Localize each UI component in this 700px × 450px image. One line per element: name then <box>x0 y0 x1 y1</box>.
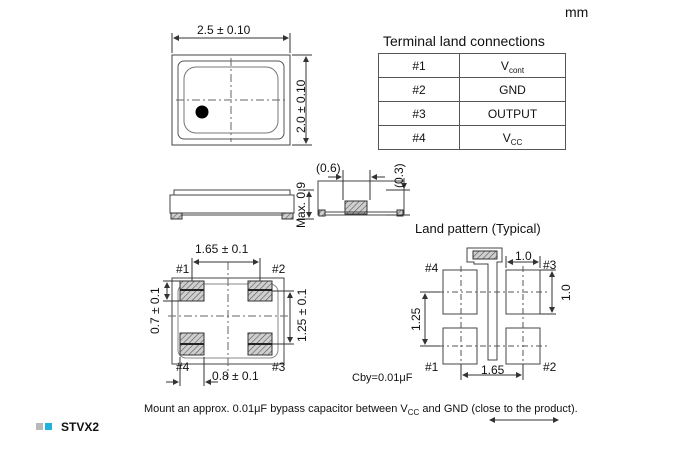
dim-0-8: 0.8 ± 0.1 <box>212 369 259 383</box>
lp-pin-4: #4 <box>425 261 439 275</box>
pin-cell: #3 <box>378 101 460 126</box>
land-pattern-title: Land pattern (Typical) <box>415 221 541 236</box>
function-cell: Vcont <box>459 53 566 78</box>
top-view-package <box>171 54 291 146</box>
pin1-marker-dot <box>195 105 209 119</box>
bottom-pin-1: #1 <box>176 262 190 276</box>
gray-square-icon <box>36 423 43 430</box>
table-title: Terminal land connections <box>383 33 545 49</box>
lp-dim-1-65: 1.65 <box>481 363 505 377</box>
top-view-dimensions <box>171 33 312 146</box>
bottom-pin-2: #2 <box>272 262 286 276</box>
bottom-pin-4: #4 <box>176 360 190 374</box>
land-pattern-drawing <box>438 247 550 375</box>
dim-width-2-5: 2.5 ± 0.10 <box>197 23 251 37</box>
bottom-view-package <box>168 262 290 378</box>
mounting-note: Mount an approx. 0.01μF bypass capacitor… <box>144 403 578 417</box>
function-cell: GND <box>459 77 566 102</box>
lp-pin-1: #1 <box>425 360 439 374</box>
end-view-package <box>317 170 410 217</box>
lp-dim-1-0: 1.0 <box>515 249 532 263</box>
function-cell: OUTPUT <box>459 101 566 126</box>
dim-0-3: (0.3) <box>392 163 406 188</box>
function-cell: VCC <box>459 125 566 150</box>
table-row: #1 Vcont <box>378 53 566 78</box>
lp-pin-3: #3 <box>543 258 557 272</box>
dim-1-25-pitch: 1.25 ± 0.1 <box>295 288 309 342</box>
pin-cell: #1 <box>378 53 460 78</box>
dim-0-7: 0.7 ± 0.1 <box>148 287 162 334</box>
dim-1-65: 1.65 ± 0.1 <box>195 242 249 256</box>
lp-pin-2: #2 <box>543 360 557 374</box>
terminal-table: #1 Vcont #2 GND #3 OUTPUT #4 VCC <box>378 53 566 150</box>
model-name: STVX2 <box>61 420 100 434</box>
cby-label: Cby=0.01μF <box>352 372 413 384</box>
dim-max-0-9: Max. 0.9 <box>294 182 308 228</box>
unit-label: mm <box>565 4 589 20</box>
lp-dim-1-0-vertical: 1.0 <box>559 284 573 301</box>
bottom-view-dimensions <box>163 258 294 386</box>
table-row: #3 OUTPUT <box>378 101 566 126</box>
bottom-pin-3: #3 <box>272 360 286 374</box>
dim-height-2-0: 2.0 ± 0.10 <box>294 79 308 133</box>
table-row: #2 GND <box>378 77 566 102</box>
table-row: #4 VCC <box>378 125 566 150</box>
pin-cell: #2 <box>378 77 460 102</box>
land-pattern-dimensions <box>420 256 556 380</box>
side-view-package <box>169 189 314 220</box>
pin-cell: #4 <box>378 125 460 150</box>
blue-square-icon <box>45 423 52 430</box>
dim-0-6: (0.6) <box>316 161 341 175</box>
lp-dim-1-25: 1.25 <box>409 307 423 331</box>
